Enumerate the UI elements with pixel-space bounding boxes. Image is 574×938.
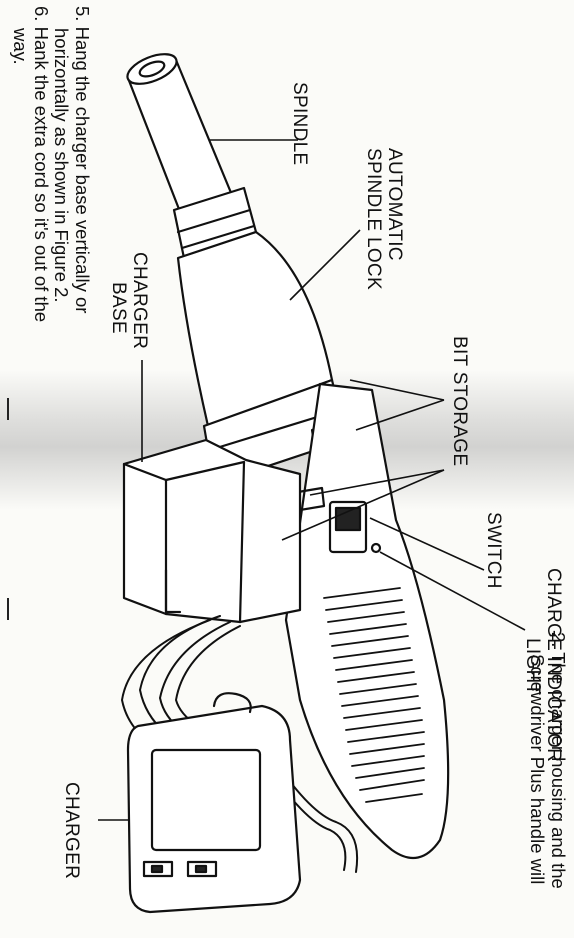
label-charge-indicator-light: CHARGE INDICATOR LIGHT — [521, 568, 564, 763]
instructions-left: 5. Hang the charger base vertically or h… — [9, 6, 93, 323]
label-leader-lines — [98, 139, 526, 821]
column-marker-left-top — [7, 398, 9, 420]
charger-plug-box — [126, 704, 302, 914]
label-charger-base: CHARGER BASE — [107, 252, 150, 350]
column-marker-left-bottom — [7, 598, 9, 620]
label-switch: SWITCH — [483, 512, 504, 589]
handle-body — [284, 382, 450, 860]
label-automatic-spindle-lock: AUTOMATIC SPINDLE LOCK — [362, 148, 405, 290]
step-5-line-2: horizontally as shown in Figure 2. — [51, 28, 73, 303]
grip-ribs — [323, 587, 425, 803]
charger-base-shape — [122, 438, 302, 624]
label-charger: CHARGER — [61, 782, 82, 880]
label-spindle: SPINDLE — [289, 82, 310, 166]
spindle-tip — [126, 53, 178, 85]
step-6-line-2: way. — [9, 28, 31, 65]
step-6-line-1: 6. Hank the extra cord so it's out of th… — [30, 6, 52, 323]
step-5-line-1: 5. Hang the charger base vertically or — [72, 6, 93, 314]
label-bit-storage: BIT STORAGE — [449, 336, 470, 467]
charge-light-shape — [370, 542, 382, 554]
